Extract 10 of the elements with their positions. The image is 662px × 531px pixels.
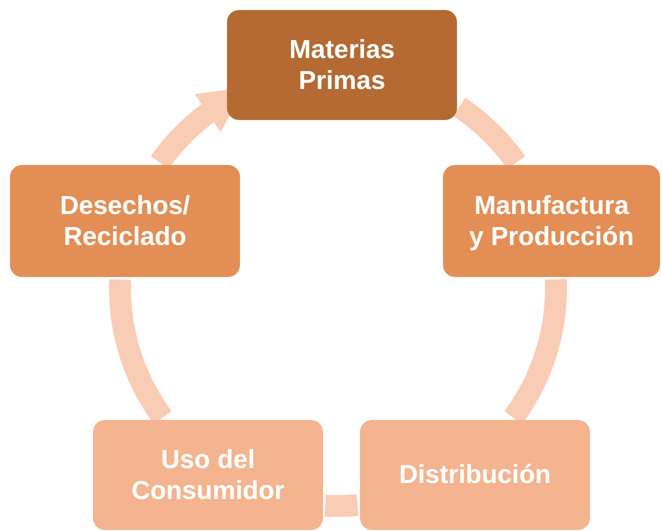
process-box xyxy=(227,10,457,120)
step-label: Desechos/ Reciclado xyxy=(58,190,192,252)
process-box xyxy=(360,420,590,530)
process-box xyxy=(93,420,323,530)
step-label: Distribución xyxy=(399,459,551,491)
step-label: Uso del Consumidor xyxy=(130,444,286,506)
step-label: Manufactura y Producción xyxy=(468,190,635,252)
process-box xyxy=(443,165,660,277)
step-label: Materias Primas xyxy=(288,34,396,96)
process-box xyxy=(10,165,240,277)
